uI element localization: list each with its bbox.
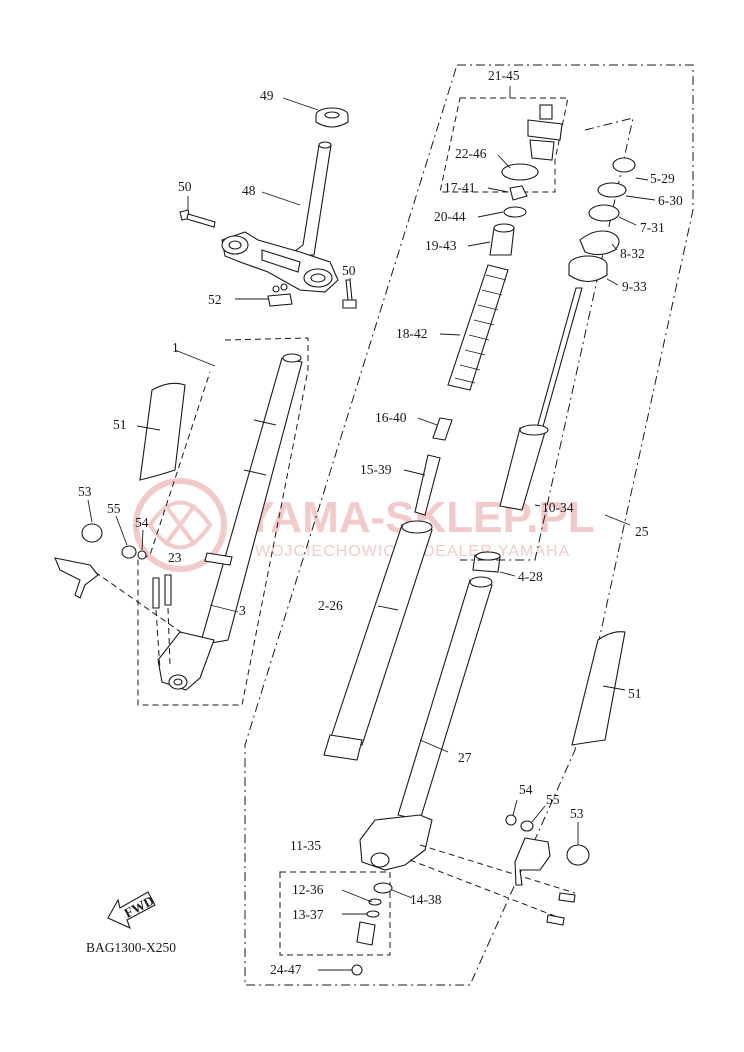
left-fork-assembly: [54, 337, 309, 706]
callout-10-34: 10-34: [542, 500, 574, 515]
callout-13-37: 13-37: [292, 907, 324, 922]
callout-54-left: 54: [135, 515, 149, 530]
part-27-inner-tube: [359, 576, 493, 871]
part-51-fork-guard-right: [571, 631, 626, 746]
callout-5-29: 5-29: [650, 171, 675, 186]
part-18-42-fork-spring: [447, 264, 509, 391]
part-51-fork-guard-left: [139, 382, 186, 481]
callout-4-28: 4-28: [518, 569, 543, 584]
callout-23: 23: [168, 550, 182, 565]
watermark-logo-icon: [133, 478, 227, 572]
part-48-steering-stem: [288, 141, 332, 256]
callout-labels: 49 48 50 50 52 1 51 53 55 54 23 3 21-45 …: [78, 68, 683, 977]
part-10-34-cartridge: [499, 287, 583, 511]
part-50-bolt-left: [179, 209, 216, 228]
part-52-clip: [267, 283, 293, 307]
callout-1: 1: [172, 340, 179, 355]
callout-8-32: 8-32: [620, 246, 645, 261]
steering-stem-group: [179, 97, 357, 309]
callout-3: 3: [239, 603, 246, 618]
callout-12-36: 12-36: [292, 882, 324, 897]
callout-15-39: 15-39: [360, 462, 392, 477]
callout-53-left: 53: [78, 484, 92, 499]
callout-50-left: 50: [178, 179, 192, 194]
callout-49: 49: [260, 88, 274, 103]
callout-24-47: 24-47: [270, 962, 302, 977]
fwd-arrow-icon: FWD: [107, 891, 157, 930]
part-lower-bracket: [221, 231, 339, 293]
part-50-bolt-right: [342, 279, 357, 309]
callout-6-30: 6-30: [658, 193, 683, 208]
callout-55-left: 55: [107, 501, 121, 516]
callout-11-35: 11-35: [290, 838, 321, 853]
callout-27: 27: [458, 750, 472, 765]
callout-18-42: 18-42: [396, 326, 428, 341]
callout-22-46: 22-46: [455, 146, 487, 161]
callout-19-43: 19-43: [425, 238, 457, 253]
callout-17-41: 17-41: [444, 180, 476, 195]
callout-16-40: 16-40: [375, 410, 407, 425]
callout-48: 48: [242, 183, 256, 198]
diagram-code: BAG1300-X250: [86, 940, 176, 955]
callout-2-26: 2-26: [318, 598, 343, 613]
callout-21-45: 21-45: [488, 68, 520, 83]
callout-53-right: 53: [570, 806, 584, 821]
callout-7-31: 7-31: [640, 220, 665, 235]
callout-54-right: 54: [519, 782, 533, 797]
callout-51-left: 51: [113, 417, 127, 432]
right-fork-assembly: [244, 64, 694, 986]
callout-50-right: 50: [342, 263, 356, 278]
part-21-45-cap-bolt: [527, 104, 563, 161]
callout-9-33: 9-33: [622, 279, 647, 294]
callout-20-44: 20-44: [434, 209, 466, 224]
callout-55-right: 55: [546, 792, 560, 807]
callout-51-right: 51: [628, 686, 642, 701]
callout-25: 25: [635, 524, 649, 539]
part-49-ring-nut: [315, 107, 349, 128]
callout-52: 52: [208, 292, 222, 307]
callout-14-38: 14-38: [410, 892, 442, 907]
part-2-26-outer-tube: [323, 520, 433, 761]
